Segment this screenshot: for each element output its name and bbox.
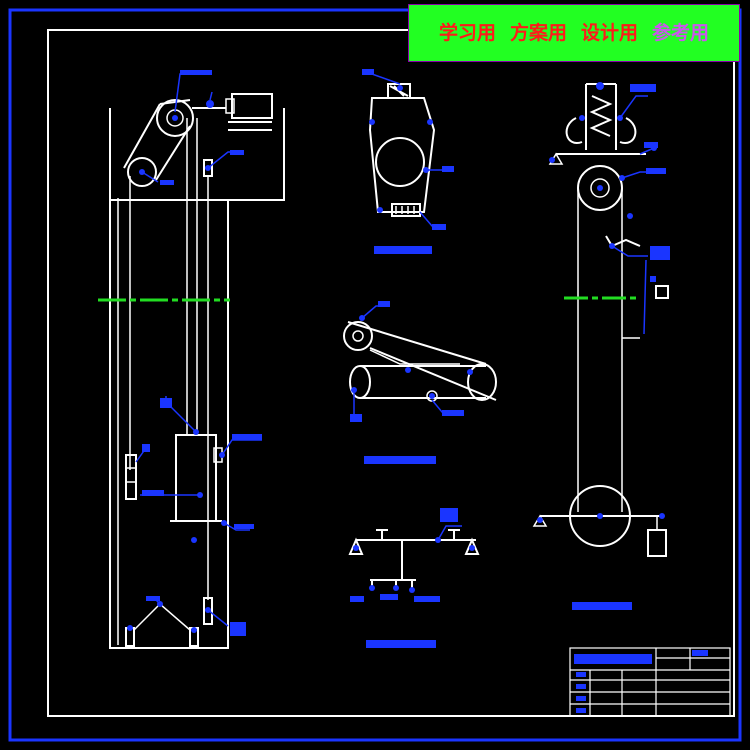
counterweight bbox=[125, 454, 137, 500]
pit-guide bbox=[133, 602, 191, 631]
traction-sheave bbox=[156, 99, 194, 137]
title-block bbox=[569, 647, 731, 717]
left-leader-lines bbox=[135, 73, 262, 627]
banner-item-reference: 参考用 bbox=[652, 21, 710, 44]
banner-item-plan: 方案用 bbox=[509, 21, 567, 44]
motor-base bbox=[228, 121, 272, 131]
brake-base-teeth bbox=[395, 206, 415, 214]
elevator-car bbox=[175, 434, 217, 522]
governor-label-marks bbox=[572, 84, 670, 610]
brake-spring bbox=[389, 85, 409, 97]
left-annotation-dots bbox=[127, 100, 227, 633]
sheave-frame bbox=[123, 99, 191, 181]
left-label-marks bbox=[142, 70, 262, 636]
banner-item-study: 学习用 bbox=[438, 21, 496, 44]
inner-frame bbox=[47, 29, 735, 717]
beam-dots bbox=[353, 537, 475, 593]
belt-leaders bbox=[353, 305, 462, 418]
watermark-banner: 学习用 方案用 设计用 参考用 bbox=[408, 4, 740, 62]
governor-spring bbox=[589, 95, 613, 137]
brake-label-marks bbox=[362, 69, 454, 254]
flyweights bbox=[565, 117, 637, 145]
outer-border bbox=[8, 8, 742, 742]
counterweight-divisions bbox=[126, 467, 136, 483]
beam-posts bbox=[376, 529, 460, 540]
brake-diagram bbox=[362, 69, 454, 254]
elevator-shaft-diagram bbox=[98, 70, 285, 649]
safety-gear bbox=[605, 235, 641, 248]
shaft-outline bbox=[109, 108, 285, 649]
rope-clip bbox=[655, 285, 669, 299]
beam-label-marks bbox=[350, 508, 458, 648]
title-block-frame bbox=[569, 647, 731, 717]
governor-dots bbox=[537, 82, 665, 523]
motor-end-cap bbox=[225, 98, 235, 114]
right-supports bbox=[532, 152, 564, 527]
large-pulley bbox=[467, 363, 497, 401]
beam-leaders bbox=[437, 525, 462, 541]
small-pulley bbox=[343, 321, 373, 351]
brake-drum bbox=[375, 137, 425, 187]
belt-drive-diagram bbox=[343, 301, 497, 464]
belt bbox=[347, 321, 497, 401]
belt-label-marks bbox=[350, 301, 464, 464]
brake-base bbox=[391, 203, 421, 217]
pit-buffer bbox=[203, 597, 213, 625]
tension-weight bbox=[647, 529, 667, 557]
brake-dots bbox=[369, 85, 433, 213]
deflector-sheave bbox=[127, 157, 157, 187]
idler-pulley bbox=[349, 365, 371, 399]
governor-sheave-hub bbox=[590, 178, 610, 198]
governor-leaders bbox=[611, 95, 655, 335]
beam-support-diagram bbox=[348, 508, 480, 648]
title-block-marks bbox=[574, 650, 708, 713]
brake-body bbox=[368, 97, 436, 213]
beam-supports bbox=[348, 537, 480, 555]
small-pulley-hub bbox=[352, 330, 364, 342]
banner-item-design: 设计用 bbox=[581, 21, 639, 44]
governor-diagram bbox=[532, 82, 670, 610]
belt-tension-arm bbox=[369, 349, 460, 365]
hanger-beam bbox=[370, 540, 416, 590]
motor bbox=[231, 93, 273, 119]
